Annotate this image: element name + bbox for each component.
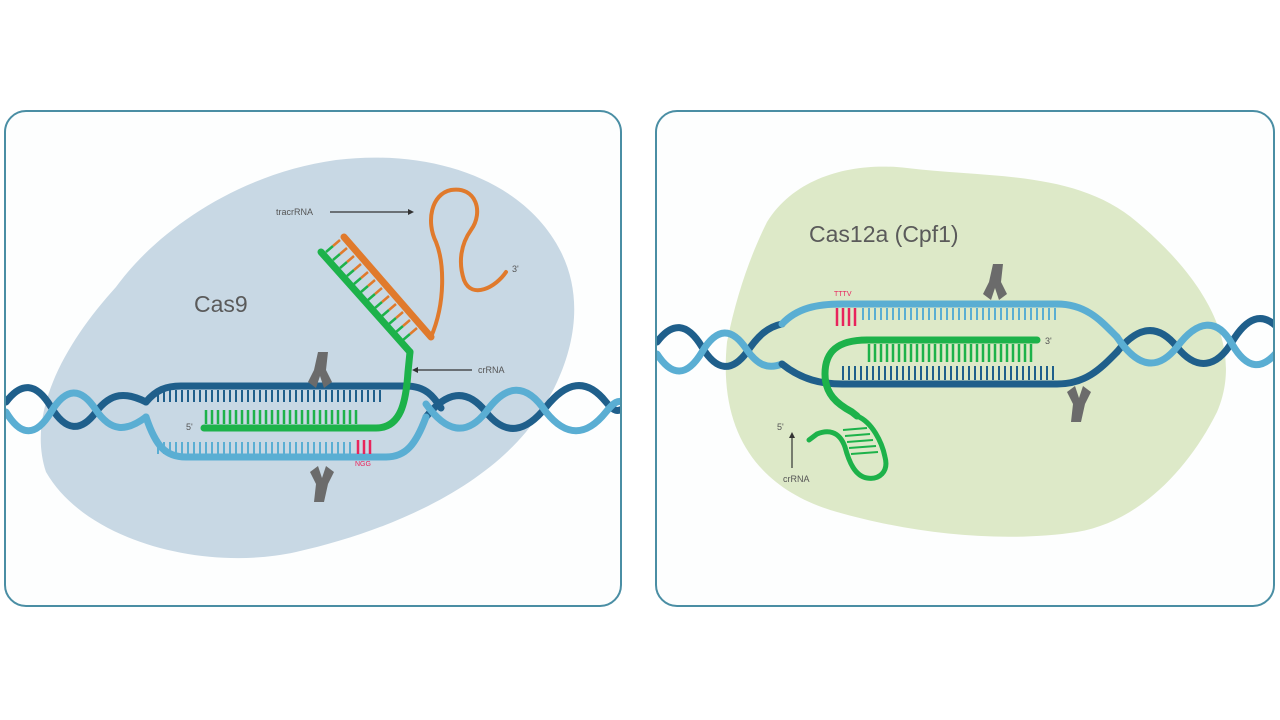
pam-label: NGG — [355, 461, 371, 468]
three-prime-label: 3' — [1045, 336, 1052, 346]
pam-label: TTTV — [834, 291, 852, 298]
crrna-guide-bases — [204, 410, 358, 424]
dna-target-strand — [778, 348, 1121, 388]
cas9-diagram: NGG — [6, 157, 620, 559]
five-prime-label: 5' — [777, 422, 784, 432]
pam-site — [835, 308, 857, 326]
pam-site — [356, 440, 372, 454]
crrna-guide-backbone — [200, 348, 414, 432]
scissors-icon — [310, 466, 334, 502]
tracrrna-loop — [429, 187, 508, 339]
arrow-icon — [789, 432, 795, 468]
scissors-icon — [308, 352, 332, 388]
enzyme-label: Cas9 — [194, 291, 248, 317]
dna-helix-right — [422, 382, 620, 435]
crrna-label: crRNA — [783, 474, 810, 484]
bottom-strand-bases — [157, 442, 351, 454]
three-prime-label: 3' — [512, 264, 519, 274]
crrna-guide-backbone — [821, 336, 1041, 420]
cas12a-diagram: TTTV — [657, 166, 1273, 537]
arrow-icon — [412, 367, 472, 373]
arrow-icon — [330, 209, 414, 215]
dna-helix-right — [1113, 315, 1273, 369]
dna-target-top-strand — [142, 382, 445, 412]
dna-nontarget-strand — [142, 413, 430, 461]
crrna-hairpin — [806, 413, 889, 481]
scissors-icon — [983, 264, 1007, 300]
five-prime-label: 5' — [186, 422, 193, 432]
crrna-guide-bases — [867, 344, 1033, 362]
scissors-icon — [1067, 386, 1091, 422]
dna-helix-left — [657, 320, 786, 375]
cas9-panel: NGG — [4, 110, 622, 607]
crrna-hairpin-bases — [842, 427, 879, 455]
enzyme-label: Cas12a (Cpf1) — [809, 221, 959, 247]
tracrrna-label: tracrRNA — [276, 207, 313, 217]
top-strand-bases — [157, 390, 381, 402]
tracr-crrna-duplex — [317, 233, 435, 356]
dna-helix-left — [6, 384, 150, 435]
cas12a-panel: TTTV — [655, 110, 1275, 607]
bottom-strand-bases — [842, 366, 1054, 380]
dna-nontarget-strand — [778, 300, 1121, 341]
cas9-protein-blob — [40, 157, 575, 559]
top-strand-bases — [862, 308, 1056, 320]
crrna-label: crRNA — [478, 365, 505, 375]
